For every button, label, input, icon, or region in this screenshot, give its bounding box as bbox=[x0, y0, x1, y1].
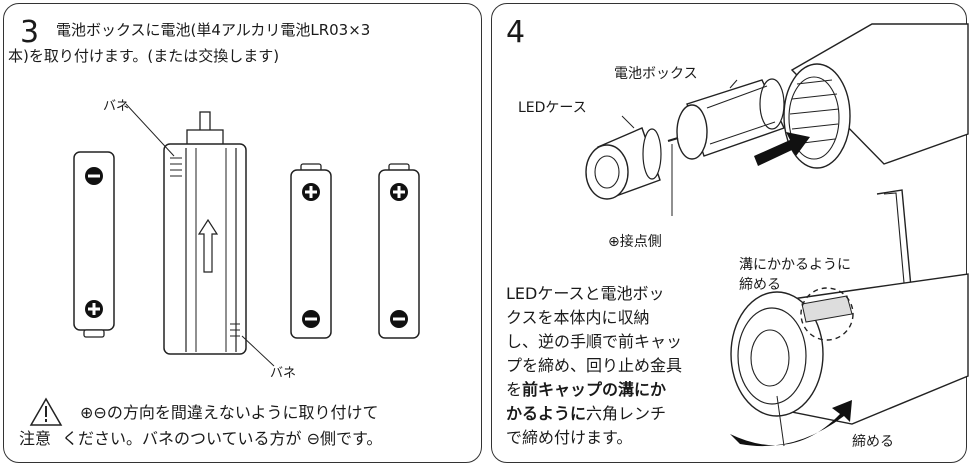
spring-label-top: バネ bbox=[103, 99, 130, 114]
battery-box-label: 電池ボックス bbox=[614, 66, 698, 82]
desc-line2: クスを本体内に収納 bbox=[506, 308, 650, 327]
groove-label-1: 溝にかかるように bbox=[739, 257, 851, 273]
flashlight-body-icon bbox=[783, 23, 969, 169]
step4-description: LEDケースと電池ボッ クスを本体内に収納 し、逆の手順で前キャッ プを締め、回… bbox=[506, 282, 682, 450]
desc-line7: で締め付けます。 bbox=[506, 428, 633, 447]
step4-illustration bbox=[585, 23, 969, 447]
step3-text-line2: 本)を取り付けます。(または交換します) bbox=[8, 47, 280, 65]
battery-box-icon bbox=[667, 78, 785, 160]
insert-arrow-icon bbox=[754, 132, 810, 166]
desc-line6: かるように六角レンチ bbox=[506, 404, 667, 423]
desc-line5: を前キャップの溝にか bbox=[506, 380, 667, 399]
battery-box-icon bbox=[125, 103, 275, 367]
desc-line4: プを締め、回り止め金具 bbox=[506, 356, 683, 375]
desc-line3: し、逆の手順で前キャッ bbox=[506, 332, 683, 351]
groove-label-2: 締める bbox=[739, 277, 781, 293]
battery-right-icon bbox=[378, 163, 420, 339]
spring-label-bottom: バネ bbox=[270, 366, 297, 381]
caution-icon bbox=[29, 397, 63, 426]
step3-text-line1: 電池ボックスに電池(単4アルカリ電池LR03×3 bbox=[56, 21, 371, 39]
step3-illustration bbox=[29, 103, 420, 426]
desc-line1: LEDケースと電池ボッ bbox=[506, 284, 665, 303]
step3-number: 3 bbox=[20, 15, 40, 50]
step4-panel: 4 bbox=[491, 3, 969, 463]
battery-middle-icon bbox=[290, 163, 332, 339]
step3-panel: 3 電池ボックスに電池(単4アルカリ電池LR03×3 本)を取り付けます。(また… bbox=[3, 3, 482, 463]
battery-left-icon bbox=[73, 151, 115, 338]
caution-line2: ください。バネのついている方が ⊖側です。 bbox=[62, 429, 383, 448]
contact-side-label: ⊕接点側 bbox=[608, 234, 662, 250]
led-case-icon bbox=[585, 127, 662, 200]
rotate-arrow-icon bbox=[730, 400, 852, 447]
led-case-label: LEDケース bbox=[518, 100, 587, 116]
caution-label: 注意 bbox=[19, 429, 52, 448]
step4-number: 4 bbox=[506, 15, 526, 50]
flashlight-head-icon bbox=[730, 273, 969, 425]
groove-highlight-icon bbox=[800, 287, 854, 341]
tighten-label: 締める bbox=[852, 434, 894, 450]
caution-line1: ⊕⊖の方向を間違えないように取り付けて bbox=[80, 403, 379, 422]
